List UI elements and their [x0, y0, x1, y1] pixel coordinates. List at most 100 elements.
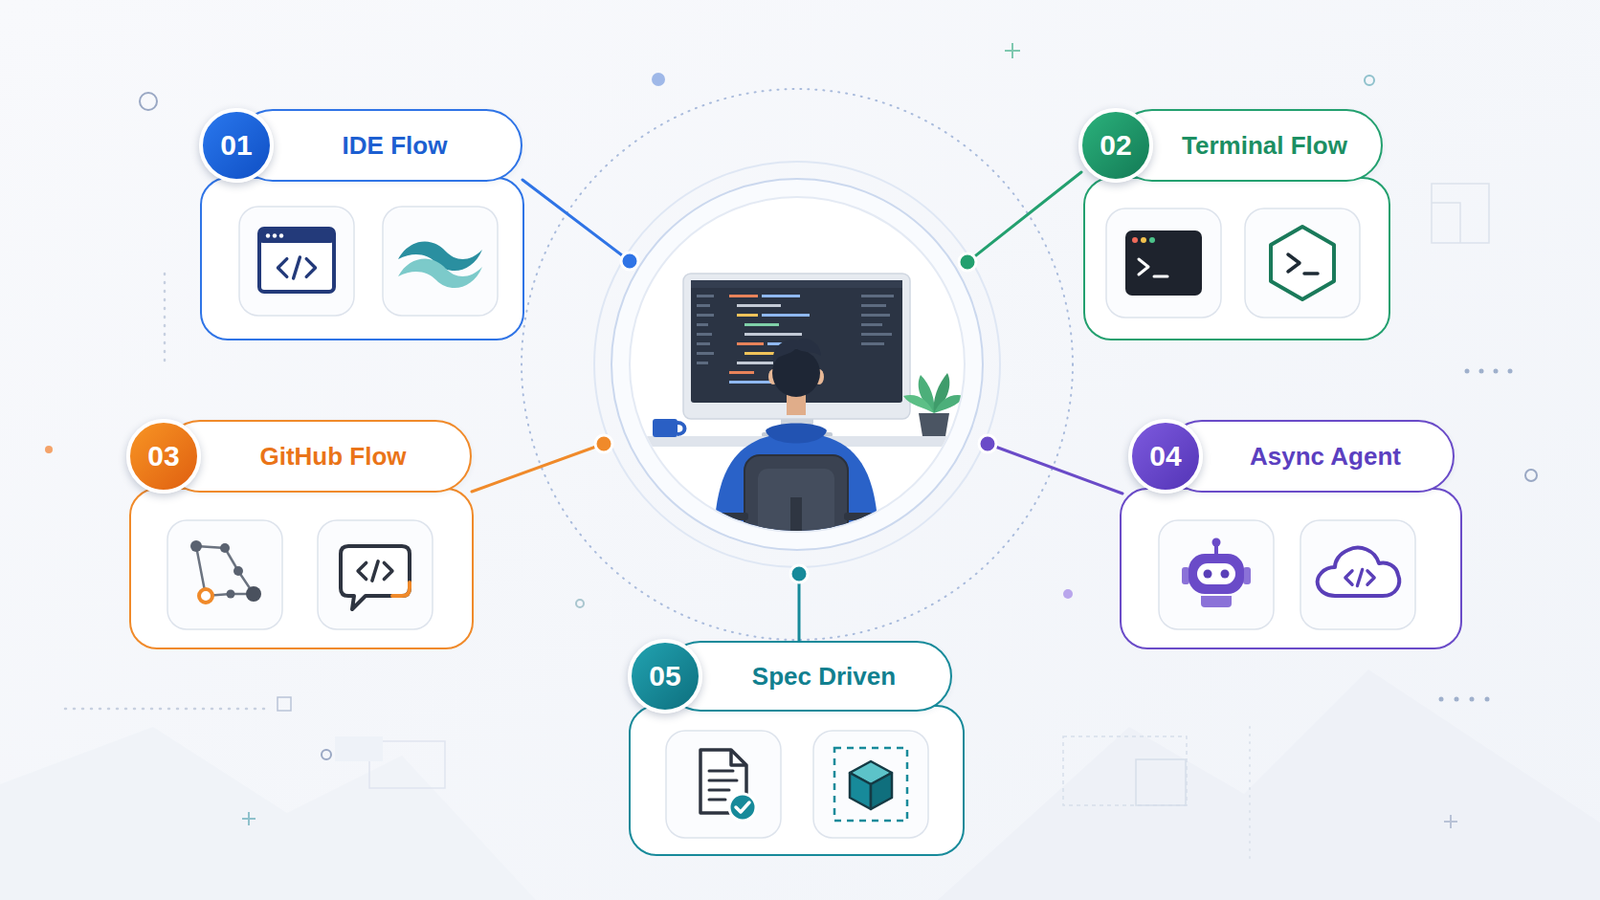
tool-box [1120, 488, 1462, 649]
icon-tiles [167, 206, 1416, 839]
deco-rect [1431, 183, 1489, 244]
leader-line [798, 574, 801, 644]
deco-dotted-line [65, 708, 268, 712]
desk-leg [639, 446, 648, 534]
chair-arm [719, 512, 749, 521]
robot-antenna-tip [1212, 538, 1222, 548]
cloud-outline [1317, 548, 1400, 597]
code-glyph [1345, 569, 1375, 586]
deco-dotted-line [1248, 727, 1251, 862]
plant-leaf [933, 395, 965, 414]
code-line [744, 333, 802, 336]
deco-grid [1431, 202, 1461, 244]
dashed-frame [834, 748, 908, 822]
icon-tile [813, 731, 929, 839]
deco-dot [1493, 369, 1499, 375]
flow-title: Terminal Flow [1181, 132, 1348, 160]
deco-plus [242, 812, 256, 826]
leader-line [471, 444, 604, 492]
flow-title: IDE Flow [342, 132, 448, 160]
robot-eye [1221, 570, 1230, 579]
robot-ear [1181, 567, 1190, 585]
mug [652, 419, 678, 438]
chair-arm [844, 512, 873, 521]
code-glyph [277, 257, 315, 279]
window-dot [279, 233, 284, 238]
check-mark [735, 802, 750, 813]
flow-title: GitHub Flow [259, 443, 406, 471]
deco-circle [576, 600, 584, 608]
leader-line [987, 444, 1123, 494]
desk-leg [947, 446, 956, 534]
git-graph-icon [190, 540, 262, 603]
icon-tile [382, 206, 498, 316]
deco-dot [1479, 369, 1485, 375]
git-commit [220, 543, 230, 554]
shell-hex-icon [1270, 226, 1334, 300]
code-line [761, 294, 800, 298]
flow-header: Terminal Flow02 [1115, 109, 1383, 182]
robot-face [1197, 563, 1236, 585]
code-line [861, 342, 885, 346]
deco-rect [334, 736, 383, 762]
connector-dot [958, 253, 977, 271]
leader-lines [471, 172, 1123, 644]
prompt-cursor [1304, 271, 1318, 276]
deco-dot [44, 445, 53, 454]
check-badge [729, 794, 756, 822]
icon-tile [239, 206, 355, 316]
leader-line [522, 179, 630, 262]
step-number: 01 [220, 131, 252, 160]
hood [765, 423, 827, 445]
deco-dot [1063, 589, 1073, 600]
bubble-accent [392, 582, 410, 597]
window-dot [1140, 237, 1147, 244]
deco-plus [1004, 43, 1021, 59]
git-commit [233, 566, 244, 577]
deco-dot [651, 72, 666, 87]
deco-dot [1439, 697, 1445, 703]
flow-header: Async Agent04 [1165, 420, 1455, 493]
icon-tile [167, 520, 283, 630]
code-line [696, 361, 709, 365]
robot-eye [1203, 570, 1213, 579]
deco-dot [1454, 697, 1460, 703]
window-dot [272, 233, 277, 238]
wave-shape [398, 259, 483, 289]
outer-ring [594, 161, 1000, 568]
monitor-bezel [683, 273, 911, 420]
chair-back [744, 455, 848, 556]
screen-titlebar [690, 280, 903, 289]
icon-tile [1244, 208, 1360, 318]
flow-header: GitHub Flow03 [163, 420, 472, 493]
code-line [696, 352, 714, 356]
code-review-icon [340, 546, 410, 610]
connector-dot [790, 565, 808, 583]
deco-circle [321, 750, 332, 760]
window-bar [259, 228, 334, 244]
code-line [744, 323, 779, 327]
cube-left [849, 773, 871, 810]
flow-header: Spec Driven05 [665, 641, 953, 712]
code-line [861, 333, 892, 336]
code-line [729, 294, 758, 298]
git-commit [245, 586, 262, 602]
tool-box [200, 177, 524, 340]
git-head [199, 589, 213, 603]
git-commit [226, 590, 236, 600]
hair-tuft [773, 338, 822, 362]
step-number: 04 [1149, 442, 1181, 471]
window-frame [259, 228, 334, 292]
code-line [736, 361, 774, 365]
spec-document-icon [700, 750, 756, 822]
chair-spine [790, 497, 802, 556]
plant-pot [918, 413, 950, 437]
cube-right [870, 773, 892, 810]
flow-title: Async Agent [1249, 443, 1401, 471]
robot-icon [1181, 538, 1251, 609]
code-line [696, 304, 711, 308]
cloud-code-icon [1317, 548, 1400, 597]
deco-circle [1364, 75, 1375, 86]
code-line [761, 313, 810, 317]
